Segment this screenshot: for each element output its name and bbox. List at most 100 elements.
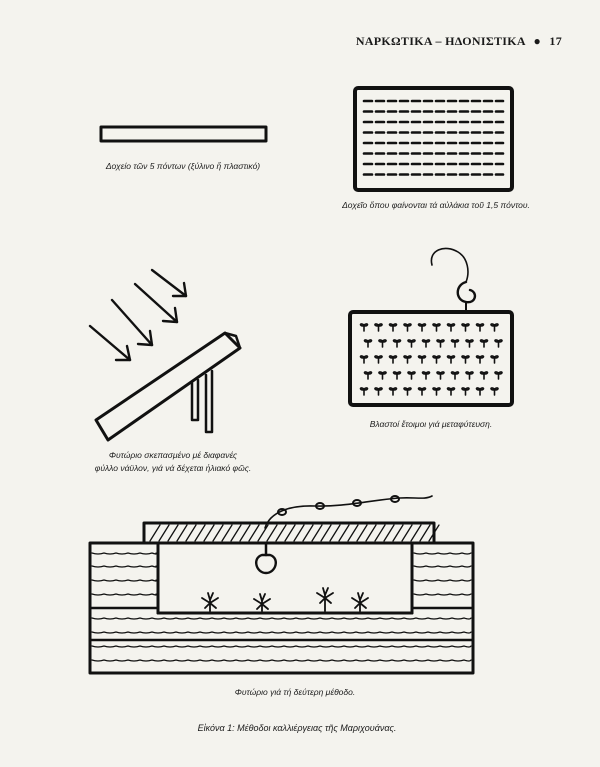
greenhouse-illustration [88, 268, 242, 442]
tray-top-illustration [353, 86, 514, 192]
sprout [479, 371, 489, 380]
sprout [475, 387, 485, 396]
sprout [378, 339, 387, 348]
soil-layer-line [413, 552, 472, 555]
hatch-line [203, 524, 215, 542]
soil-layer-line [91, 617, 472, 620]
soil-layer-line [91, 593, 158, 596]
hatch-line [347, 524, 359, 542]
sprout [403, 355, 412, 364]
sprout [388, 323, 398, 332]
sprout [407, 371, 416, 380]
sprout [446, 355, 456, 364]
soil-layer-line [91, 579, 158, 582]
sprout [494, 371, 503, 380]
light-bulb [352, 499, 362, 507]
sprout [378, 371, 387, 380]
hatch-line [221, 524, 233, 542]
hatch-line [419, 524, 431, 542]
soil-layer-line [91, 565, 158, 568]
caption-tray-top: Δοχεῖο ὅπου φαίνονται τά αὐλάκια τοῦ 1,5… [342, 200, 530, 210]
sprout [388, 355, 398, 364]
nursery-illustration [88, 495, 475, 675]
sprout [363, 339, 373, 348]
hatch-line [356, 524, 368, 542]
sprout [461, 323, 470, 332]
sprout [359, 323, 369, 332]
sprout [494, 339, 503, 348]
light-bulb [390, 495, 400, 503]
sprout [465, 339, 474, 348]
sprout [465, 371, 474, 380]
hatch-line [185, 524, 197, 542]
sprout [421, 339, 431, 348]
light-bulb [277, 508, 287, 516]
sprout [450, 339, 460, 348]
seedling [201, 592, 219, 612]
hatch-line [401, 524, 413, 542]
sprout [417, 355, 427, 364]
sprout [432, 355, 441, 364]
soil-layer-line [91, 552, 158, 555]
caption-greenhouse-line2: φύλλο νάϋλον, γιά νά δέχεται ἡλιακό φῶς. [94, 463, 252, 473]
hatch-line [392, 524, 404, 542]
hatch-line [293, 524, 305, 542]
hatch-line [230, 524, 242, 542]
hatch-line [266, 524, 278, 542]
soil-layer-line [413, 593, 472, 596]
sprout [490, 323, 499, 332]
hatch-line [176, 524, 188, 542]
caption-greenhouse: Φυτώριο σκεπασμένο μέ διαφανές φύλλο νάϋ… [78, 449, 268, 475]
soil-layer-line [91, 631, 472, 634]
sprout [432, 323, 441, 332]
hatch-line [158, 524, 170, 542]
sprout [446, 387, 456, 396]
sprout [432, 387, 441, 396]
header-section-left: ΝΑΡΚΩΤΙΚΑ [355, 34, 433, 48]
sprout [374, 323, 383, 332]
light-bulb [315, 502, 325, 510]
sprout [407, 339, 416, 348]
hatch-line [428, 524, 440, 542]
caption-greenhouse-line1: Φυτώριο σκεπασμένο μέ διαφανές [108, 450, 238, 460]
sprout [417, 323, 427, 332]
hatch-line [365, 524, 377, 542]
soil-layer-line [413, 579, 472, 582]
tray-side-illustration [99, 125, 268, 143]
hatch-line [383, 524, 395, 542]
hatch-line [275, 524, 287, 542]
soil-layer-line [91, 645, 472, 648]
sprout [392, 339, 402, 348]
hatch-line [248, 524, 260, 542]
hatch-line [329, 524, 341, 542]
sprout [461, 387, 470, 396]
figure-caption: Εἰκόνα 1: Μέθοδοι καλλιέργειας τῆς Μαριχ… [197, 723, 397, 733]
sprout [421, 371, 431, 380]
sprout [475, 355, 485, 364]
header-section-right: ΗΔΟΝΙΣΤΙΚΑ [445, 34, 526, 48]
sprout [403, 323, 412, 332]
sprout [436, 371, 445, 380]
hatch-line [167, 524, 179, 542]
soil-layer-line [91, 659, 472, 662]
soil-layer-line [413, 565, 472, 568]
hatch-line [374, 524, 386, 542]
hatch-line [320, 524, 332, 542]
sprout [359, 387, 369, 396]
sprout [374, 387, 383, 396]
caption-nursery: Φυτώριο γιά τή δεύτερη μέθοδο. [234, 687, 356, 697]
hatch-line [257, 524, 269, 542]
sprout [446, 323, 456, 332]
sprout [479, 339, 489, 348]
sprout [374, 355, 383, 364]
hatch-line [410, 524, 422, 542]
sprout [417, 387, 427, 396]
sprout [450, 371, 460, 380]
caption-sprouts: Βλαστοί ἕτοιμοι γιά μεταφύτευση. [369, 419, 493, 429]
header-bullet: ● [533, 34, 542, 48]
seedling [351, 592, 369, 612]
sprout [388, 387, 398, 396]
sprout [436, 339, 445, 348]
sprouts-tray-illustration [348, 247, 514, 407]
